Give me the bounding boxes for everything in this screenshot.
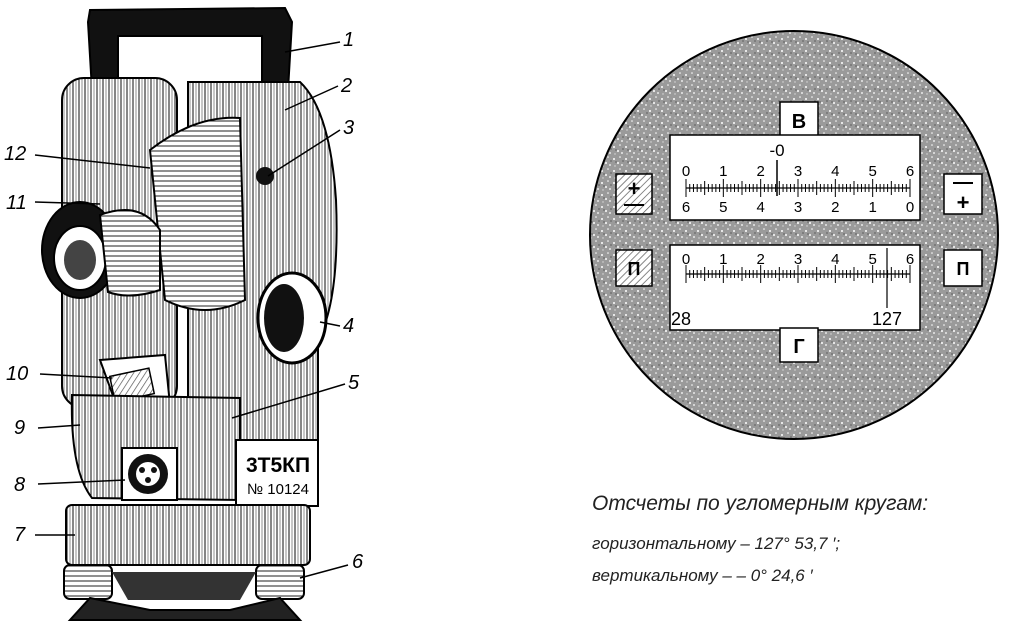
telescope-body [148,116,247,311]
reading-field: В -0 0 1 2 3 4 5 6 6 5 4 3 2 1 0 + + 0 1 2 3 4 5 6 28 127 [589,30,999,440]
h-degree-left: 28 [671,309,691,329]
callout-3: 3 [343,117,354,139]
callout-9: 9 [14,417,25,439]
horizontal-numbers: 0 1 2 3 4 5 6 [682,251,914,268]
callout-4: 4 [343,315,354,337]
tribrach [65,504,311,566]
callout-lines [34,41,349,579]
vertical-bottom-number: 0 [906,199,914,216]
vertical-top-number: 4 [831,163,839,180]
callout-8: 8 [14,474,25,496]
horizontal-scale: 0 1 2 3 4 5 6 28 127 Г [669,244,921,363]
left-letter-box: П [615,249,653,287]
horizontal-number: 2 [756,251,764,268]
right-sign: + [957,190,970,215]
vertical-scale: В -0 0 1 2 3 4 5 6 6 5 4 3 2 1 0 [669,101,921,221]
model-plate: 3Т5КП № 10124 [235,439,319,507]
callout-6: 6 [352,551,364,573]
vertical-top-number: 5 [868,163,876,180]
vertical-ticks [685,179,911,197]
vertical-top-number: 0 [682,163,690,180]
callout-7: 7 [14,524,26,546]
zero-mark: -0 [769,141,784,160]
vertical-bottom-number: 6 [682,199,690,216]
vertical-bottom-number: 4 [756,199,764,216]
callout-10: 10 [6,363,28,385]
model-label: 3Т5КП [246,454,310,477]
right-letter: П [957,259,970,279]
illumination-mirror [256,271,328,365]
horizontal-number: 4 [831,251,839,268]
horizontal-number: 1 [719,251,727,268]
h-degree-right: 127 [872,309,902,329]
callout-12: 12 [4,143,26,165]
right-letter-box: П [943,249,983,287]
vertical-bottom-number: 2 [831,199,839,216]
horizontal-ticks [685,265,911,283]
left-sign-box: + [615,173,653,215]
vertical-bottom-number: 5 [719,199,727,216]
callout-2: 2 [340,75,352,97]
focus-knob [256,167,274,185]
right-sign-box: + [943,173,983,215]
vertical-top-number: 2 [756,163,764,180]
theodolite: 3Т5КП № 10124 1 2 [4,6,364,621]
vertical-top-number: 6 [906,163,914,180]
horizontal-letter: Г [793,336,804,358]
left-sign: + [628,176,641,201]
horizontal-number: 6 [906,251,914,268]
callout-1: 1 [343,29,354,51]
horizontal-number: 0 [682,251,690,268]
vertical-bottom-numbers: 6 5 4 3 2 1 0 [682,199,914,216]
field-of-view [589,30,999,440]
eyepiece [41,201,161,299]
vertical-bottom-number: 3 [794,199,802,216]
horizontal-number: 5 [868,251,876,268]
foot-screws [63,564,305,621]
vertical-top-numbers: 0 1 2 3 4 5 6 [682,163,914,180]
caption-title: Отсчеты по угломерным кругам: [592,492,929,515]
serial-label: № 10124 [247,481,309,498]
caption-vertical: вертикальному – – 0° 24,6 ′ [592,566,813,585]
vertical-letter: В [792,111,806,133]
callout-5: 5 [348,372,360,394]
vertical-top-number: 3 [794,163,802,180]
vertical-top-number: 1 [719,163,727,180]
left-letter: П [628,259,641,279]
caption-horizontal: горизонтальному – 127° 53,7 ′; [592,534,841,553]
callout-11: 11 [6,192,27,214]
horizontal-number: 3 [794,251,802,268]
electrical-socket [121,447,178,501]
vertical-bottom-number: 1 [868,199,876,216]
